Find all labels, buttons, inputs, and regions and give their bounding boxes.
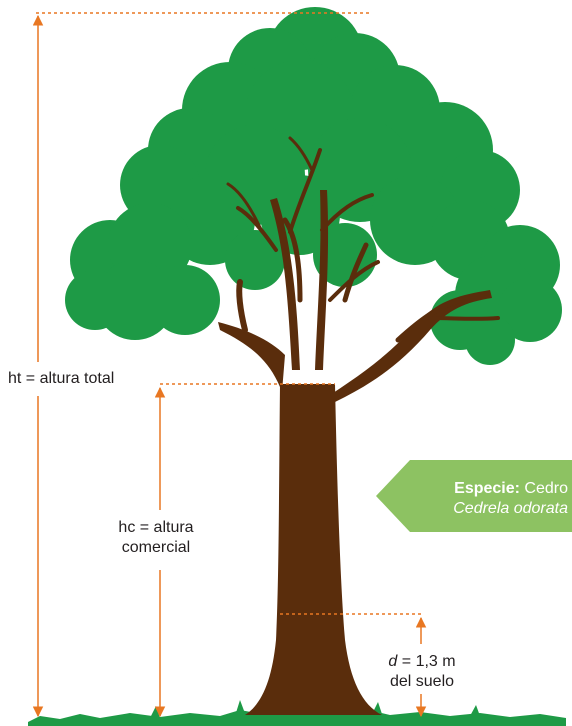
diameter-label: d = 1,3 m del suelo bbox=[372, 652, 472, 692]
species-scientific-name: Cedrela odorata bbox=[408, 499, 568, 519]
species-line1: Especie: Cedro bbox=[408, 479, 568, 499]
commercial-height-label: hc = altura comercial bbox=[76, 518, 236, 558]
diameter-variable: d bbox=[388, 653, 397, 670]
species-common-name: Cedro bbox=[520, 480, 568, 497]
diameter-line2: del suelo bbox=[372, 672, 472, 692]
species-label: Especie: bbox=[454, 480, 520, 497]
commercial-height-line1: hc = altura bbox=[76, 518, 236, 538]
species-info: Especie: Cedro Cedrela odorata bbox=[408, 479, 568, 519]
diameter-line1: d = 1,3 m bbox=[372, 652, 472, 672]
tree-canopy bbox=[65, 7, 562, 365]
diameter-value: = 1,3 m bbox=[397, 653, 455, 670]
commercial-height-line2: comercial bbox=[76, 538, 236, 558]
total-height-label: ht = altura total bbox=[8, 369, 114, 389]
